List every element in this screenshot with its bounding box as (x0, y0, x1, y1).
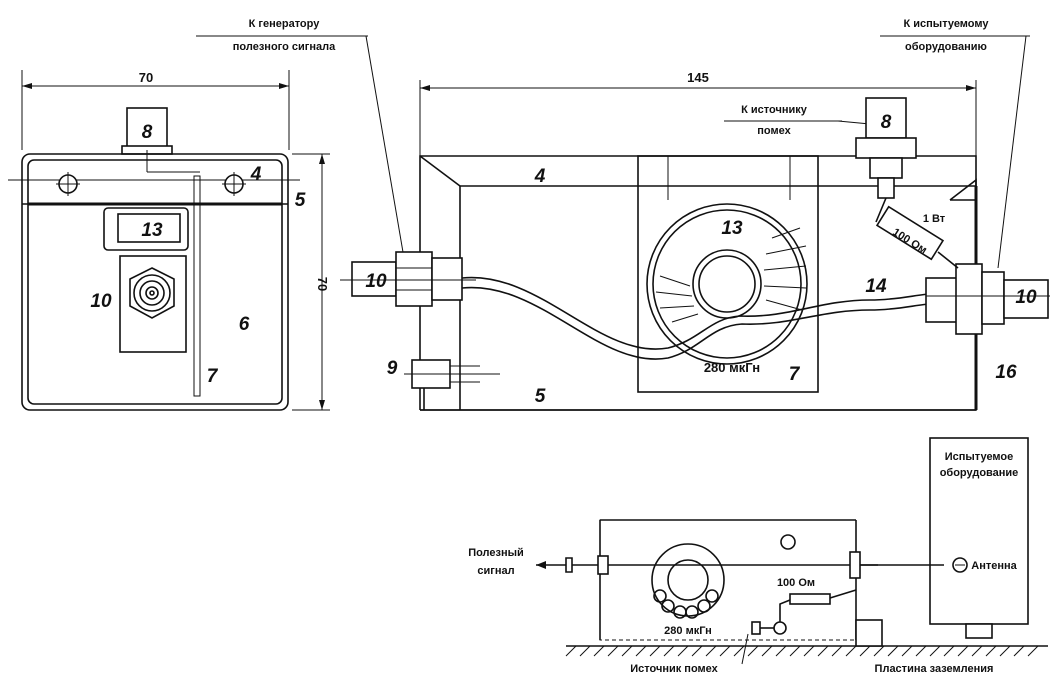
part-13-left: 13 (141, 220, 163, 241)
part-4-left: 4 (250, 164, 262, 185)
label-inductance-top: 280 мкГн (704, 360, 760, 375)
part-13-right: 13 (721, 218, 743, 239)
label-generator-line2: полезного сигнала (233, 41, 336, 53)
part-7-right: 7 (789, 364, 801, 385)
label-equipment-line1: К испытуемому (904, 18, 990, 30)
label-noise-line1: К источнику (741, 104, 808, 116)
label-antenna: Антенна (971, 560, 1017, 572)
right-view: 145 4 5 7 13 280 мк (340, 70, 1050, 411)
part-8-left: 8 (142, 122, 153, 143)
top-labels: К генератору полезного сигнала К испытуе… (196, 18, 1030, 269)
part-8-right: 8 (881, 112, 892, 133)
label-useful-signal-line1: Полезный (468, 547, 524, 559)
part-7-left: 7 (207, 366, 219, 387)
label-ground-plate: Пластина заземления (875, 663, 994, 675)
part-14-right: 14 (865, 276, 887, 297)
label-schem-inductance: 280 мкГн (664, 625, 712, 637)
label-schem-ohm: 100 Ом (777, 577, 815, 589)
part-10-right-left: 10 (365, 271, 387, 292)
dim-height-left: 70 (315, 277, 330, 291)
part-10-right-right: 10 (1015, 287, 1037, 308)
part-5-left: 5 (295, 190, 306, 211)
part-16-right: 16 (995, 362, 1017, 383)
part-4-right: 4 (534, 166, 546, 187)
left-view: 70 70 8 4 5 13 (8, 70, 330, 411)
label-tested-equipment-line1: Испытуемое (945, 451, 1014, 463)
label-resistor-watt: 1 Вт (923, 213, 946, 225)
dim-width-left: 70 (139, 70, 153, 85)
part-6-left: 6 (239, 314, 250, 335)
label-useful-signal-line2: сигнал (477, 565, 514, 577)
label-equipment-line2: оборудованию (905, 41, 987, 53)
part-9-right: 9 (387, 358, 398, 379)
schematic: Испытуемое оборудование Полезный сигнал … (468, 437, 1048, 675)
label-tested-equipment-line2: оборудование (940, 467, 1019, 479)
part-5-right: 5 (535, 386, 546, 407)
part-10-left: 10 (90, 291, 112, 312)
label-noise-line2: помех (757, 125, 791, 137)
label-generator-line1: К генератору (249, 18, 321, 30)
dim-width-right: 145 (687, 70, 709, 85)
label-noise-source: Источник помех (630, 663, 718, 675)
